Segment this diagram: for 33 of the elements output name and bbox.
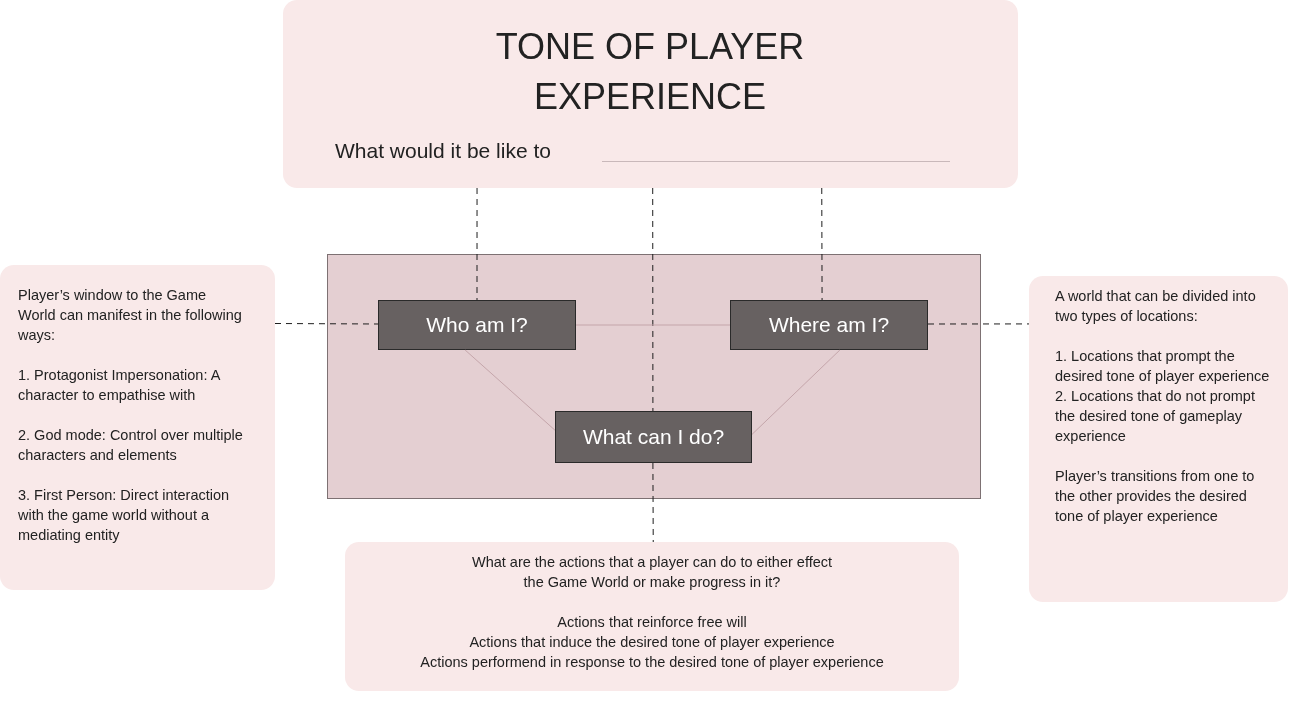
connector-line [751, 349, 841, 435]
box-label: Who am I? [426, 313, 528, 337]
connector-line [821, 187, 823, 301]
note-card [345, 542, 959, 691]
process-box [378, 300, 576, 350]
title: TONE OF PLAYER EXPERIENCE [494, 25, 806, 119]
note-text: Player’s window to the Game World can manifest in the following ways: [18, 286, 243, 345]
note-text: 2. God mode: Control over multiple characters and elements [18, 426, 244, 465]
note-text: 3. First Person: Direct interaction with the game world without a mediating entity [18, 486, 231, 545]
note-text: Player’s transitions from one to the other provides the desired tone of player experience [1055, 467, 1256, 526]
connector-line [274, 323, 379, 325]
process-box [555, 411, 752, 463]
note-card [1029, 276, 1288, 602]
note-text: 1. Locations that prompt the desired tone of player experience [1055, 347, 1271, 386]
box-label: What can I do? [582, 425, 725, 449]
note-text: What are the actions that a player can do to either effect the Game World or make progress in it? [471, 553, 833, 592]
connector-line [652, 187, 654, 412]
note-text: 2. Locations that do not prompt the desired tone of gameplay experience [1055, 387, 1256, 446]
heading-card [283, 0, 1018, 188]
panel [327, 254, 981, 499]
note-text: A world that can be divided into two types of locations: [1055, 287, 1257, 326]
connector-line [476, 187, 478, 301]
note-text: Actions that reinforce free will [556, 613, 748, 632]
note-card [0, 265, 275, 590]
connector-line [464, 349, 556, 431]
note-text: Actions performend in response to the desired tone of player experience [419, 653, 885, 672]
connector-line [927, 323, 1030, 325]
box-label: Where am I? [768, 313, 890, 337]
note-text: 1. Protagonist Impersonation: A character to empathise with [18, 366, 222, 405]
process-box [730, 300, 928, 350]
prompt-text: What would it be like to [335, 139, 551, 163]
connector-line [652, 462, 654, 543]
note-text: Actions that induce the desired tone of player experience [468, 633, 836, 652]
